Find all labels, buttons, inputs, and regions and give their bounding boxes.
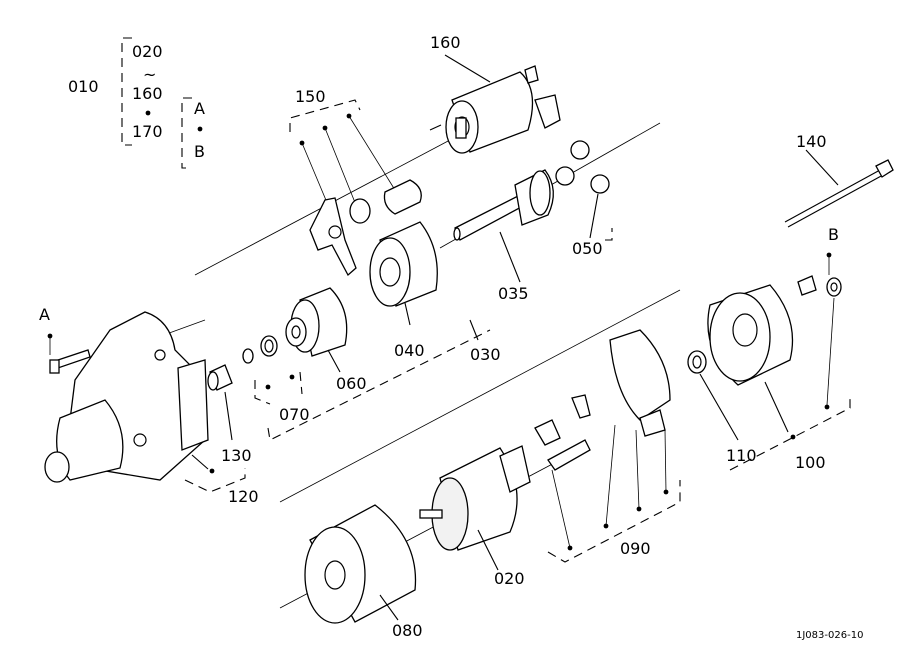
pinion-shaft-035: [453, 169, 554, 241]
label-060: 060: [336, 374, 367, 393]
overrunning-clutch-060: [285, 287, 348, 373]
label-070: 070: [279, 405, 310, 424]
yoke-080: [304, 504, 417, 624]
bushing-130: [207, 364, 233, 441]
drive-housing-120: [44, 311, 246, 493]
label-110: 110: [726, 446, 757, 465]
label-040: 040: [394, 341, 425, 360]
label-090: 090: [620, 539, 651, 558]
label-100: 100: [795, 453, 826, 472]
rear-cover-100: [707, 284, 851, 471]
label-130: 130: [221, 446, 252, 465]
drawing-code: 1J083-026-10: [796, 630, 863, 641]
label-range-160: 160: [132, 84, 163, 103]
brush-holder-090: [534, 329, 681, 563]
label-group-B: B: [194, 142, 205, 161]
label-marker-A: A: [39, 305, 50, 324]
lever-set-150: [289, 99, 422, 277]
label-020: 020: [494, 569, 525, 588]
label-group-A: A: [194, 99, 205, 118]
planetary-gears-050: [555, 140, 613, 241]
label-120: 120: [228, 487, 259, 506]
label-range-tilde: ~: [143, 65, 156, 84]
stop-ring-070: [242, 335, 303, 405]
label-160: 160: [430, 33, 461, 52]
label-035: 035: [498, 284, 529, 303]
label-010: 010: [68, 77, 99, 96]
label-050: 050: [572, 239, 603, 258]
gear-case-040: [369, 221, 438, 326]
bolt-A: [47, 333, 91, 374]
label-080: 080: [392, 621, 423, 640]
label-140: 140: [796, 132, 827, 151]
leader-lines: [444, 54, 839, 341]
through-bolt-140: [784, 159, 894, 228]
bearing-110: [687, 350, 739, 441]
label-030: 030: [470, 345, 501, 364]
legend-010: [121, 37, 203, 169]
label-range-170: 170: [132, 122, 163, 141]
label-marker-B: B: [828, 225, 839, 244]
label-150: 150: [295, 87, 326, 106]
armature-020: [419, 445, 531, 571]
solenoid-switch-160: [429, 65, 561, 154]
label-range-020: 020: [132, 42, 163, 61]
screw-B: [797, 252, 842, 406]
assembly-bracket-030: [267, 329, 491, 441]
